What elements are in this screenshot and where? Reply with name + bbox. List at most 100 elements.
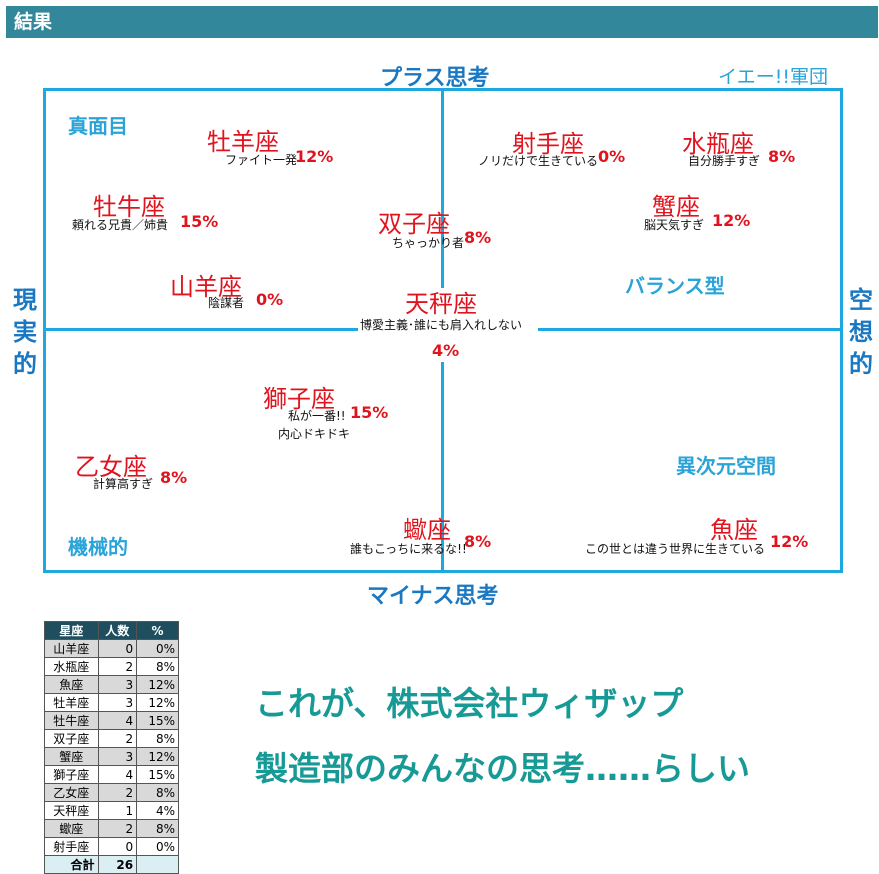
sign-name: 山羊座 <box>170 273 242 301</box>
sign-pct: 4% <box>432 341 460 360</box>
axis-left-label: 現実的 <box>13 286 37 378</box>
table-cell: 15% <box>136 711 179 730</box>
table-cell: 蟹座 <box>44 747 99 766</box>
sign-pct: 12% <box>770 532 809 551</box>
axis-top-label: プラス思考 <box>380 66 490 91</box>
sign-name: 蠍座 <box>403 516 451 544</box>
table-cell: 8% <box>136 819 179 838</box>
axis-bottom-label: マイナス思考 <box>367 584 499 609</box>
table-cell: 蠍座 <box>44 819 99 838</box>
sign-pct: 15% <box>350 403 389 422</box>
sign-name: 水瓶座 <box>682 130 754 158</box>
total-value: 26 <box>97 855 138 874</box>
axis-right-label: 空想的 <box>849 286 873 378</box>
col-header: 星座 <box>44 621 99 640</box>
sign-name: 双子座 <box>378 210 450 238</box>
table-cell: 12% <box>136 693 179 712</box>
sign-desc: この世とは違う世界に生きている <box>585 542 766 556</box>
table-cell: 獅子座 <box>44 765 99 784</box>
table-cell: 12% <box>136 675 179 694</box>
message-line-1: これが、株式会社ウィザップ <box>255 684 684 723</box>
sign-name: 牡羊座 <box>207 128 279 156</box>
table-cell: 3 <box>97 693 138 712</box>
sign-desc: 脳天気すぎ <box>644 218 705 232</box>
table-cell: 8% <box>136 657 179 676</box>
table-cell: 2 <box>97 729 138 748</box>
table-cell: 山羊座 <box>44 639 99 658</box>
sign-pct: 8% <box>160 468 188 487</box>
vertical-axis-line <box>441 362 444 573</box>
table-cell: 15% <box>136 765 179 784</box>
section-header: 結果 <box>6 6 878 38</box>
table-cell: 牡羊座 <box>44 693 99 712</box>
table-cell: 3 <box>97 747 138 766</box>
total-label: 合計 <box>44 855 99 874</box>
table-cell: 射手座 <box>44 837 99 856</box>
sign-desc: ノリだけで生きている <box>478 154 599 168</box>
table-cell <box>136 855 179 874</box>
col-header: % <box>136 621 179 640</box>
table-cell: 2 <box>97 657 138 676</box>
table-cell: 2 <box>97 783 138 802</box>
quadrant-label: バランス型 <box>625 274 725 298</box>
sign-desc: 誰もこっちに来るな!! <box>350 542 467 556</box>
table-cell: 4 <box>97 711 138 730</box>
message-line-2: 製造部のみんなの思考……らしい <box>255 749 750 788</box>
table-cell: 0 <box>97 837 138 856</box>
table-cell: 1 <box>97 801 138 820</box>
table-cell: 3 <box>97 675 138 694</box>
corner-label: イエー!!軍団 <box>718 66 829 88</box>
sign-name: 乙女座 <box>75 453 147 481</box>
table-cell: 2 <box>97 819 138 838</box>
sign-name: 射手座 <box>512 130 584 158</box>
sign-desc: ちゃっかり者 <box>392 236 465 250</box>
sign-desc: ファイト一発 <box>225 153 298 167</box>
table-cell: 0% <box>136 639 179 658</box>
sign-desc: 頼れる兄貴／姉貴 <box>72 218 169 232</box>
horizontal-axis-line <box>43 328 358 331</box>
sign-pct: 8% <box>464 532 492 551</box>
table-cell: 牡牛座 <box>44 711 99 730</box>
table-cell: 乙女座 <box>44 783 99 802</box>
sign-desc: 博愛主義･誰にも肩入れしない <box>360 318 523 332</box>
sign-pct: 0% <box>256 290 284 309</box>
sign-desc: 私が一番!! <box>288 409 346 423</box>
vertical-axis-line <box>441 88 444 288</box>
sign-name: 蟹座 <box>652 193 700 221</box>
sign-name: 魚座 <box>710 516 758 544</box>
sign-pct: 12% <box>712 211 751 230</box>
sign-desc: 陰謀者 <box>208 296 245 310</box>
sign-name: 天秤座 <box>405 290 477 318</box>
table-cell: 0 <box>97 639 138 658</box>
sign-pct: 8% <box>768 147 796 166</box>
sign-pct: 15% <box>180 212 219 231</box>
quadrant-label: 異次元空間 <box>676 454 776 478</box>
table-cell: 4% <box>136 801 179 820</box>
table-cell: 12% <box>136 747 179 766</box>
horizontal-axis-line <box>538 328 843 331</box>
table-cell: 0% <box>136 837 179 856</box>
sign-name: 獅子座 <box>263 385 335 413</box>
sign-name: 牡牛座 <box>93 193 165 221</box>
table-cell: 魚座 <box>44 675 99 694</box>
sign-desc: 自分勝手すぎ <box>688 154 761 168</box>
table-cell: 水瓶座 <box>44 657 99 676</box>
sign-pct: 8% <box>464 228 492 247</box>
table-cell: 双子座 <box>44 729 99 748</box>
quadrant-label: 機械的 <box>68 535 128 559</box>
sign-desc: 内心ドキドキ <box>278 427 351 441</box>
sign-desc: 計算高すぎ <box>93 477 154 491</box>
quadrant-label: 真面目 <box>68 114 128 138</box>
col-header: 人数 <box>97 621 138 640</box>
